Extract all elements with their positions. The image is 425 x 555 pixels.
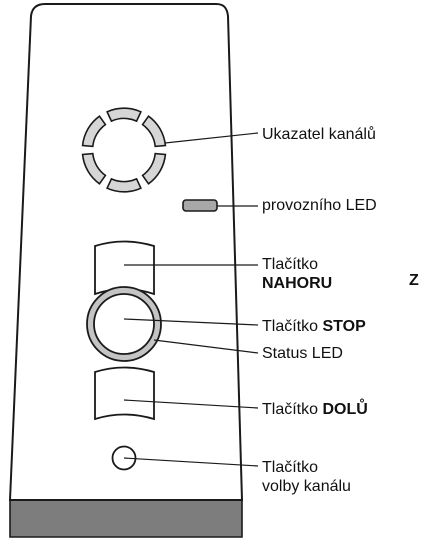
label-operating-led-text: provozního LED — [262, 197, 377, 214]
label-operating-led: provozního LED — [262, 196, 377, 215]
label-up-button-bold: NAHORU — [262, 275, 333, 292]
label-stop-button-prefix: Tlačítko — [262, 318, 323, 335]
label-down-button: Tlačítko DOLŮ — [262, 400, 368, 419]
label-up-button-prefix: Tlačítko — [262, 256, 319, 273]
leader-channel-select — [123, 457, 259, 467]
leader-lines — [123, 132, 259, 467]
channel-indicator-ring — [81, 107, 167, 193]
leader-channel-indicator — [164, 132, 259, 144]
label-stop-button: Tlačítko STOP — [262, 317, 366, 336]
label-channel-select-line2: volby kanálu — [262, 478, 351, 495]
leader-status-led — [153, 339, 259, 354]
channel-segment — [81, 152, 107, 185]
label-up-button: Tlačítko NAHORU — [262, 255, 332, 293]
label-channel-indicator-text: Ukazatel kanálů — [262, 126, 376, 143]
label-status-led: Status LED — [262, 344, 343, 363]
leader-down-button — [123, 399, 259, 409]
operating-led — [182, 199, 218, 212]
label-channel-select-line1: Tlačítko — [262, 459, 319, 476]
label-channel-select: Tlačítko volby kanálu — [262, 458, 351, 496]
cut-off-text-value: Z — [409, 272, 419, 289]
channel-segment — [141, 152, 167, 185]
leader-stop-button — [123, 318, 259, 326]
remote-base — [9, 499, 243, 538]
down-button[interactable] — [94, 366, 155, 421]
label-stop-button-bold: STOP — [322, 318, 366, 335]
label-status-led-text: Status LED — [262, 345, 343, 362]
label-channel-indicator: Ukazatel kanálů — [262, 125, 376, 144]
label-down-button-prefix: Tlačítko — [262, 401, 323, 418]
stop-button[interactable] — [93, 293, 155, 355]
channel-segment — [81, 115, 107, 148]
cut-off-text: Z — [409, 271, 419, 290]
label-down-button-bold: DOLŮ — [322, 401, 368, 418]
channel-segment — [106, 107, 142, 123]
channel-segment — [106, 177, 142, 193]
channel-segment — [141, 115, 167, 148]
